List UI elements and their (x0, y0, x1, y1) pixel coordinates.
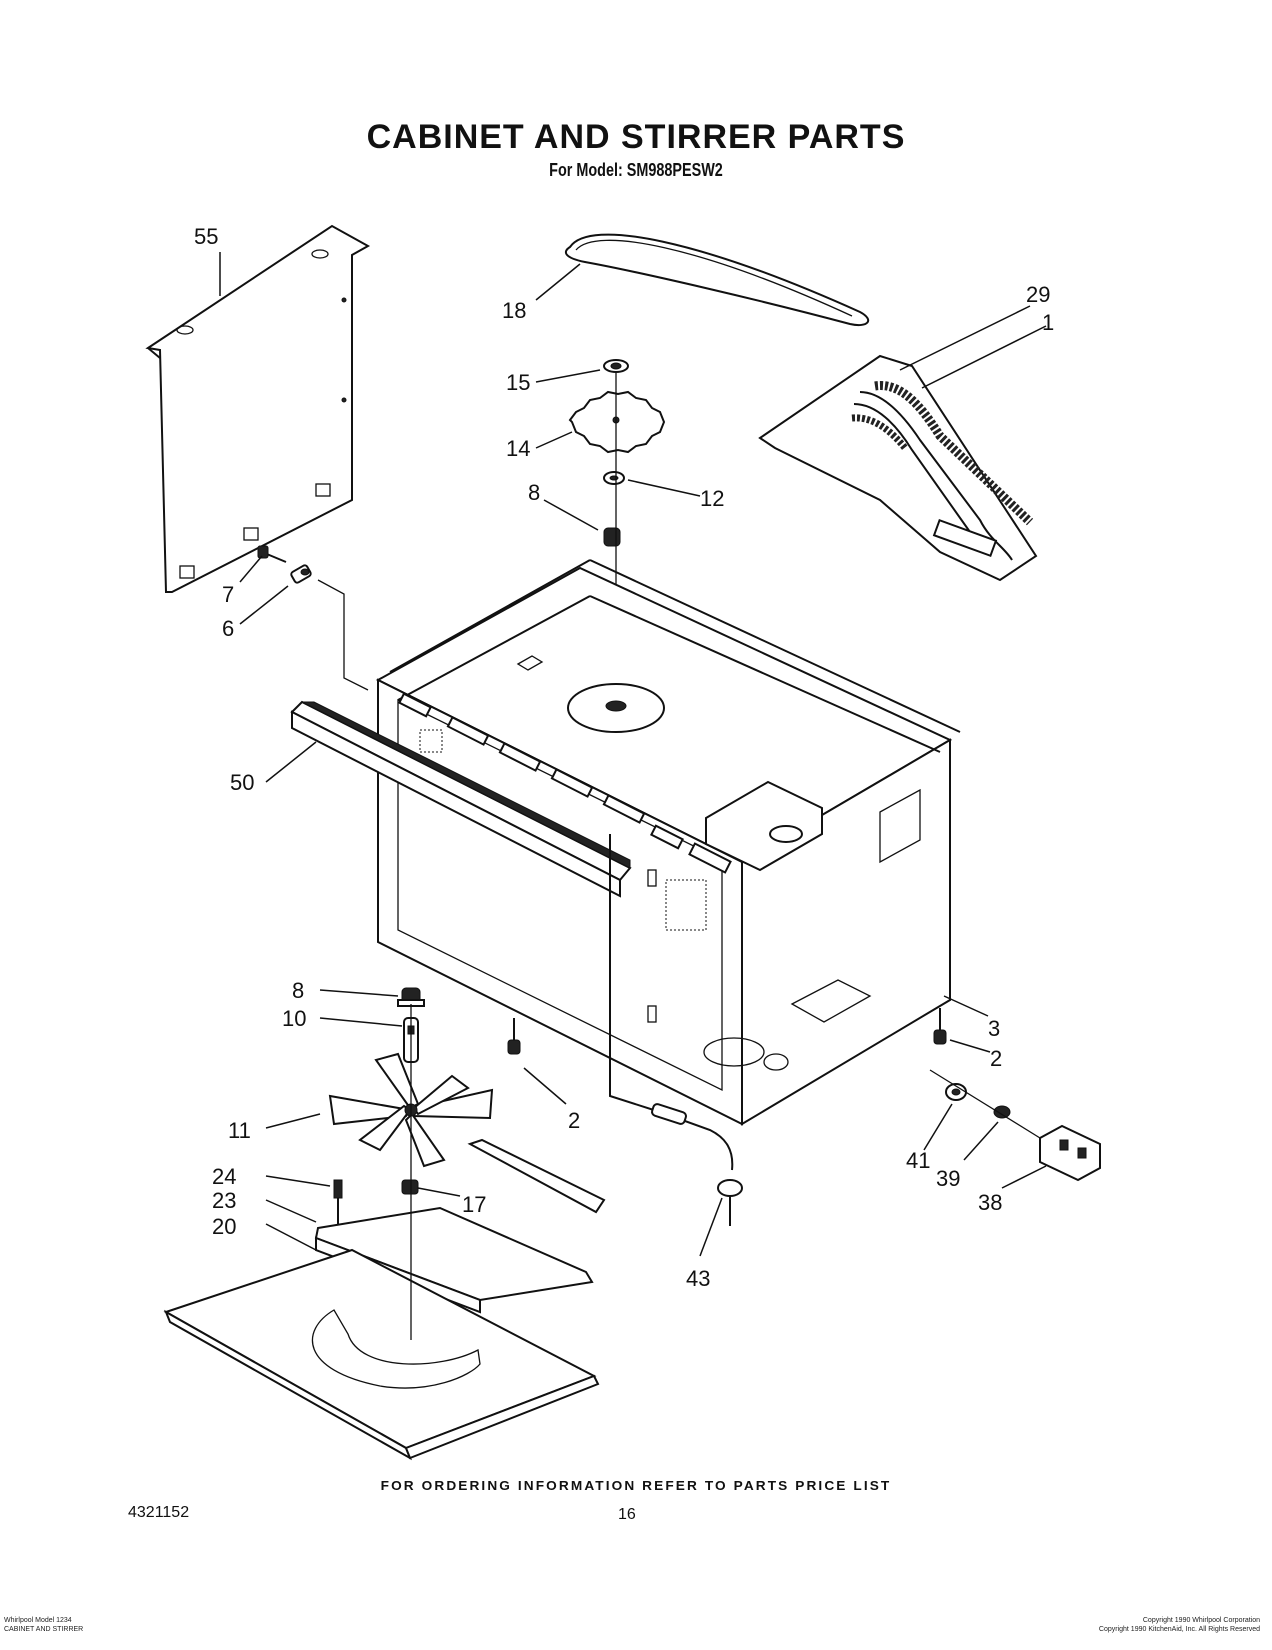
waveguide-part-29 (758, 354, 1038, 582)
washer-part-12 (603, 471, 625, 485)
washer-part-39 (993, 1105, 1011, 1119)
callout-2-left: 2 (568, 1108, 580, 1133)
callout-8-bottom: 8 (292, 978, 304, 1003)
trim-strip-part-50 (290, 700, 632, 898)
fine-left-line-1: Whirlpool Model 1234 (4, 1617, 72, 1624)
connector-part-38 (929, 1069, 1101, 1182)
screw-part-2-right (933, 1008, 947, 1045)
ordering-info: FOR ORDERING INFORMATION REFER TO PARTS … (380, 1478, 892, 1493)
fine-right-line-2: Copyright 1990 KitchenAid, Inc. All Righ… (1098, 1626, 1260, 1633)
callout-29: 29 (1026, 282, 1050, 307)
callout-3: 3 (988, 1016, 1000, 1041)
callout-23: 23 (212, 1188, 236, 1213)
footer-fine-print-left: Whirlpool Model 1234 CABINET AND STIRRER (4, 1616, 83, 1634)
chain-gasket-part-1 (851, 381, 1034, 526)
callout-55: 55 (194, 224, 218, 249)
callout-10: 10 (282, 1006, 306, 1031)
cabinet-frame (375, 559, 961, 1126)
fine-left-line-2: CABINET AND STIRRER (4, 1626, 84, 1633)
bearing-part-8-top (603, 527, 621, 547)
page-title: CABINET AND STIRRER PARTS (366, 118, 906, 156)
callout-7: 7 (222, 582, 234, 607)
callout-11: 11 (228, 1118, 251, 1143)
callout-2-right: 2 (990, 1046, 1002, 1071)
callout-24: 24 (212, 1164, 236, 1189)
stirrer-cap-part-15 (603, 359, 629, 373)
bearing-part-8-bottom (397, 987, 425, 1007)
screw-part-7 (257, 545, 287, 563)
callout-1: 1 (1042, 310, 1054, 335)
callout-8-top: 8 (528, 480, 540, 505)
callout-12: 12 (700, 486, 724, 511)
stirrer-blade-part-14 (568, 390, 666, 454)
gasket-part-18 (564, 233, 870, 326)
model-subtitle: For Model: SM988PESW2 (549, 160, 723, 180)
duct-part-20 (163, 1248, 600, 1461)
callout-6: 6 (222, 616, 234, 641)
callout-labels: 55 18 29 1 15 14 12 8 7 6 50 8 10 11 24 … (194, 224, 1054, 1291)
callout-18: 18 (502, 298, 526, 323)
callout-43: 43 (686, 1266, 710, 1291)
clip-part-6 (290, 564, 369, 691)
callout-15: 15 (506, 370, 530, 395)
callout-17: 17 (462, 1192, 486, 1217)
fine-right-line-1: Copyright 1990 Whirlpool Corporation (1142, 1617, 1260, 1624)
document-number: 4321152 (128, 1504, 190, 1521)
screw-part-2-left (507, 1018, 521, 1055)
callout-39: 39 (936, 1166, 960, 1191)
footer-fine-print-right: Copyright 1990 Whirlpool Corporation Cop… (1099, 1616, 1260, 1634)
nut-part-17 (401, 1179, 419, 1195)
leader-lines (219, 252, 1047, 1257)
screw-part-24 (333, 1179, 343, 1224)
callout-20: 20 (212, 1214, 236, 1239)
callout-50: 50 (230, 770, 254, 795)
callout-41: 41 (906, 1148, 930, 1173)
back-panel-part-55 (145, 224, 371, 593)
callout-38: 38 (978, 1190, 1002, 1215)
callout-14: 14 (506, 436, 530, 461)
page-number: 16 (618, 1506, 636, 1523)
sensor-cable-part-43 (609, 834, 743, 1226)
